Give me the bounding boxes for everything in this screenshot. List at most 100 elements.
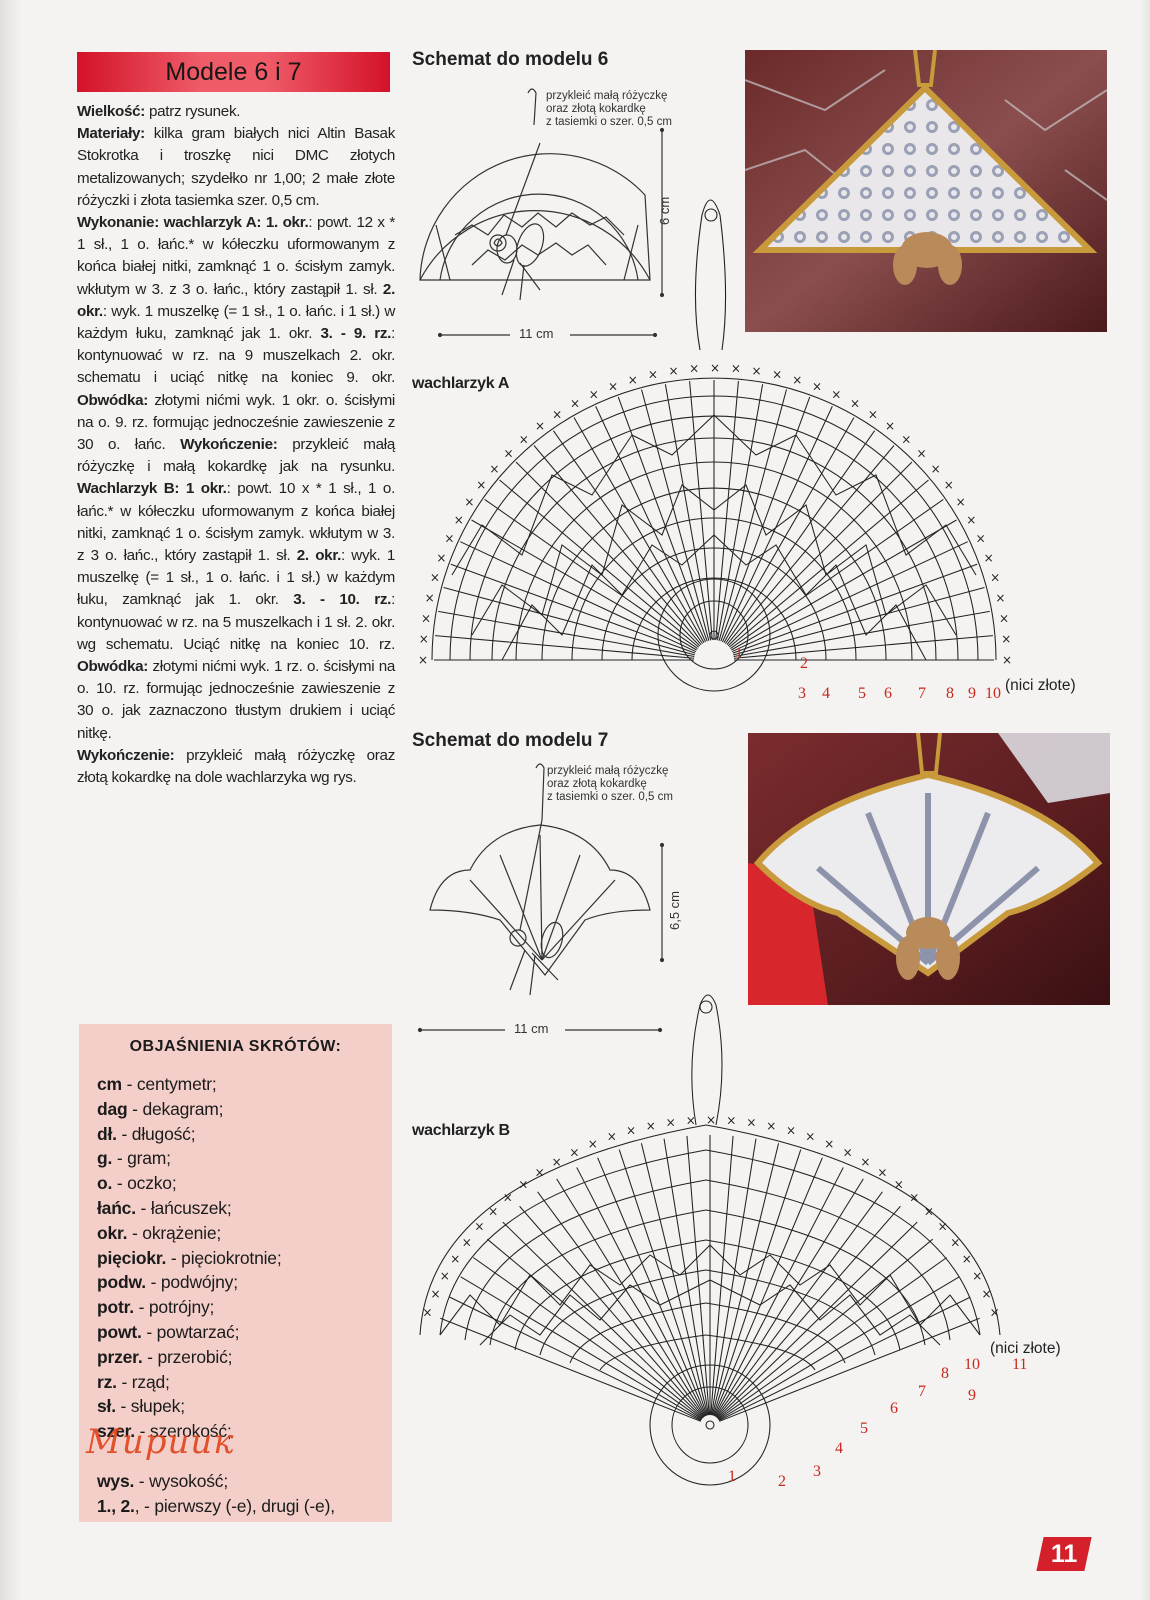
abbreviation-term: potr. bbox=[97, 1297, 134, 1318]
instruction-text: : powt. 12 x * 1 sł., 1 o. łańc.* w kółe… bbox=[77, 214, 395, 298]
abbreviations-box: OBJAŚNIENIA SKRÓTÓW: cm - centymetr;dag … bbox=[79, 1024, 392, 1522]
chart-stitch-mark: × bbox=[519, 432, 529, 446]
fan-b-label: wachlarzyk B bbox=[412, 1122, 510, 1139]
abbreviation-item: szer. - szerokość; bbox=[97, 1419, 335, 1444]
row-number-label: 10 bbox=[964, 1356, 980, 1373]
abbreviation-meaning: , - pierwszy (-e), drugi (-e), bbox=[134, 1495, 335, 1516]
chart-stitch-mark: × bbox=[503, 1191, 513, 1205]
schema6-note-line: oraz złotą kokardkę bbox=[546, 103, 646, 115]
chart-stitch-mark: × bbox=[982, 1287, 992, 1301]
schema6-width-label: 11 cm bbox=[519, 326, 554, 341]
schema6-note-line: przykleić małą różyczkę bbox=[546, 90, 668, 102]
chart-stitch-mark: × bbox=[831, 387, 841, 401]
chart-stitch-mark: × bbox=[462, 1235, 472, 1249]
watermark-signature: Мирuик bbox=[86, 1422, 235, 1462]
page-title-banner: Modele 6 i 7 bbox=[77, 52, 390, 92]
chart-stitch-mark: × bbox=[868, 407, 878, 421]
chart-stitch-line bbox=[472, 1257, 703, 1420]
instruction-keyword: Materiały: bbox=[77, 125, 145, 143]
chart-stitch-line bbox=[443, 587, 695, 656]
chart-stitch-line bbox=[640, 1143, 709, 1416]
schema7-note-line: z tasiemki o szer. 0,5 cm bbox=[547, 791, 673, 803]
chart-stitch-line bbox=[502, 1221, 704, 1419]
instruction-text: złotymi nićmi wyk. 1 rz. o. ścisłymi na … bbox=[77, 658, 395, 742]
row-number-label: 1 bbox=[735, 645, 743, 662]
abbreviation-meaning: - gram; bbox=[112, 1148, 171, 1169]
abbreviation-item: podw. - podwójny; bbox=[97, 1270, 335, 1295]
chart-stitch-line bbox=[641, 389, 710, 641]
abbreviation-meaning: - słupek; bbox=[115, 1396, 186, 1417]
chart-stitch-line bbox=[484, 498, 698, 649]
abbreviation-term: 1., 2. bbox=[97, 1495, 135, 1516]
chart-stitch-mark: × bbox=[938, 1220, 948, 1234]
chart-stitch-mark: × bbox=[570, 397, 580, 411]
fan-b-gold-label: (nici złote) bbox=[990, 1340, 1061, 1357]
chart-stitch-mark: × bbox=[422, 1306, 432, 1320]
chart-stitch-mark: × bbox=[628, 373, 638, 387]
chart-stitch-line bbox=[663, 1138, 709, 1416]
chart-stitch-mark: × bbox=[766, 1119, 776, 1133]
chart-stitch-line bbox=[552, 430, 703, 644]
instruction-text: przykleić małą różyczkę oraz złotą kokar… bbox=[77, 746, 395, 787]
abbreviation-meaning: - przerobić; bbox=[142, 1346, 233, 1367]
chart-stitch-mark: × bbox=[956, 495, 966, 509]
row-number-label: 6 bbox=[884, 685, 892, 702]
chart-stitch-mark: × bbox=[430, 1287, 440, 1301]
instruction-keyword: Wykonanie: wachlarzyk A: 1. okr. bbox=[77, 214, 309, 232]
chart-stitch-mark: × bbox=[950, 1235, 960, 1249]
chart-stitch-mark: × bbox=[450, 1252, 460, 1266]
abbreviation-meaning: - rząd; bbox=[116, 1371, 170, 1392]
fan-a-gold-label: (nici złote) bbox=[1005, 677, 1076, 694]
abbreviation-term: szer. bbox=[97, 1421, 135, 1442]
abbreviation-meaning: - powtarzać; bbox=[141, 1321, 240, 1342]
chart-stitch-line bbox=[533, 445, 702, 646]
chart-stitch-mark: × bbox=[726, 1114, 736, 1128]
chart-stitch-mark: × bbox=[440, 1269, 450, 1283]
chart-stitch-mark: × bbox=[877, 1166, 887, 1180]
row-number-label: 9 bbox=[968, 1387, 976, 1404]
instruction-paragraph: Wykonanie: wachlarzyk A: 1. okr.: powt. … bbox=[77, 212, 395, 745]
abbreviation-meaning: - potrójny; bbox=[133, 1297, 215, 1318]
chart-stitch-mark: × bbox=[746, 1116, 756, 1130]
abbreviation-term: pięciokr. bbox=[97, 1247, 167, 1268]
chart-stitch-mark: × bbox=[1002, 653, 1012, 667]
chart-stitch-line bbox=[715, 1191, 883, 1418]
chart-stitch-mark: × bbox=[786, 1124, 796, 1138]
chart-stitch-line bbox=[711, 1138, 757, 1416]
chart-stitch-line bbox=[499, 479, 700, 648]
chart-stitch-line bbox=[730, 498, 944, 649]
abbreviation-term: przer. bbox=[97, 1346, 143, 1367]
chart-stitch-mark: × bbox=[962, 1252, 972, 1266]
instruction-paragraph: Wykończenie: przykleić małą różyczkę ora… bbox=[77, 745, 395, 789]
chart-stitch-mark: × bbox=[418, 653, 428, 667]
row-number-label: 6 bbox=[890, 1400, 898, 1417]
instructions-text: Wielkość: patrz rysunek.Materiały: kilka… bbox=[77, 101, 395, 789]
chart-stitch-line bbox=[717, 1238, 934, 1419]
chart-stitch-mark: × bbox=[646, 1119, 656, 1133]
page-number: 11 bbox=[1050, 1539, 1078, 1568]
chart-stitch-mark: × bbox=[686, 1114, 696, 1128]
row-number-label: 4 bbox=[822, 685, 830, 702]
photo-fan-model-6-image bbox=[745, 50, 1107, 332]
abbreviation-term: g. bbox=[97, 1148, 113, 1169]
chart-stitch-mark: × bbox=[421, 611, 431, 625]
abbreviation-item: rz. - rząd; bbox=[97, 1370, 335, 1395]
chart-stitch-mark: × bbox=[901, 432, 911, 446]
chart-stitch-mark: × bbox=[436, 551, 446, 565]
chart-stitch-line bbox=[718, 1296, 971, 1422]
chart-stitch-mark: × bbox=[909, 1191, 919, 1205]
abbreviations-list: cm - centymetr;dag - dekagram;dł. - dług… bbox=[97, 1072, 335, 1518]
chart-stitch-line bbox=[595, 406, 707, 643]
chart-stitch-mark: × bbox=[588, 1137, 598, 1151]
row-number-label: 10 bbox=[985, 685, 1001, 702]
chart-stitch-line bbox=[449, 1296, 702, 1422]
chart-stitch-mark: × bbox=[608, 379, 618, 393]
fan-a-crochet-chart bbox=[694, 199, 727, 351]
row-number-label: 1 bbox=[728, 1468, 736, 1485]
abbreviation-meaning: - długość; bbox=[116, 1123, 196, 1144]
chart-stitch-mark: × bbox=[535, 419, 545, 433]
fan-b-crochet-chart: ××××××××××××××××××××××××××××××××××××× bbox=[419, 994, 1001, 1486]
chart-stitch-mark: × bbox=[552, 407, 562, 421]
chart-stitch-mark: × bbox=[752, 364, 762, 378]
row-number-label: 11 bbox=[1012, 1356, 1028, 1373]
